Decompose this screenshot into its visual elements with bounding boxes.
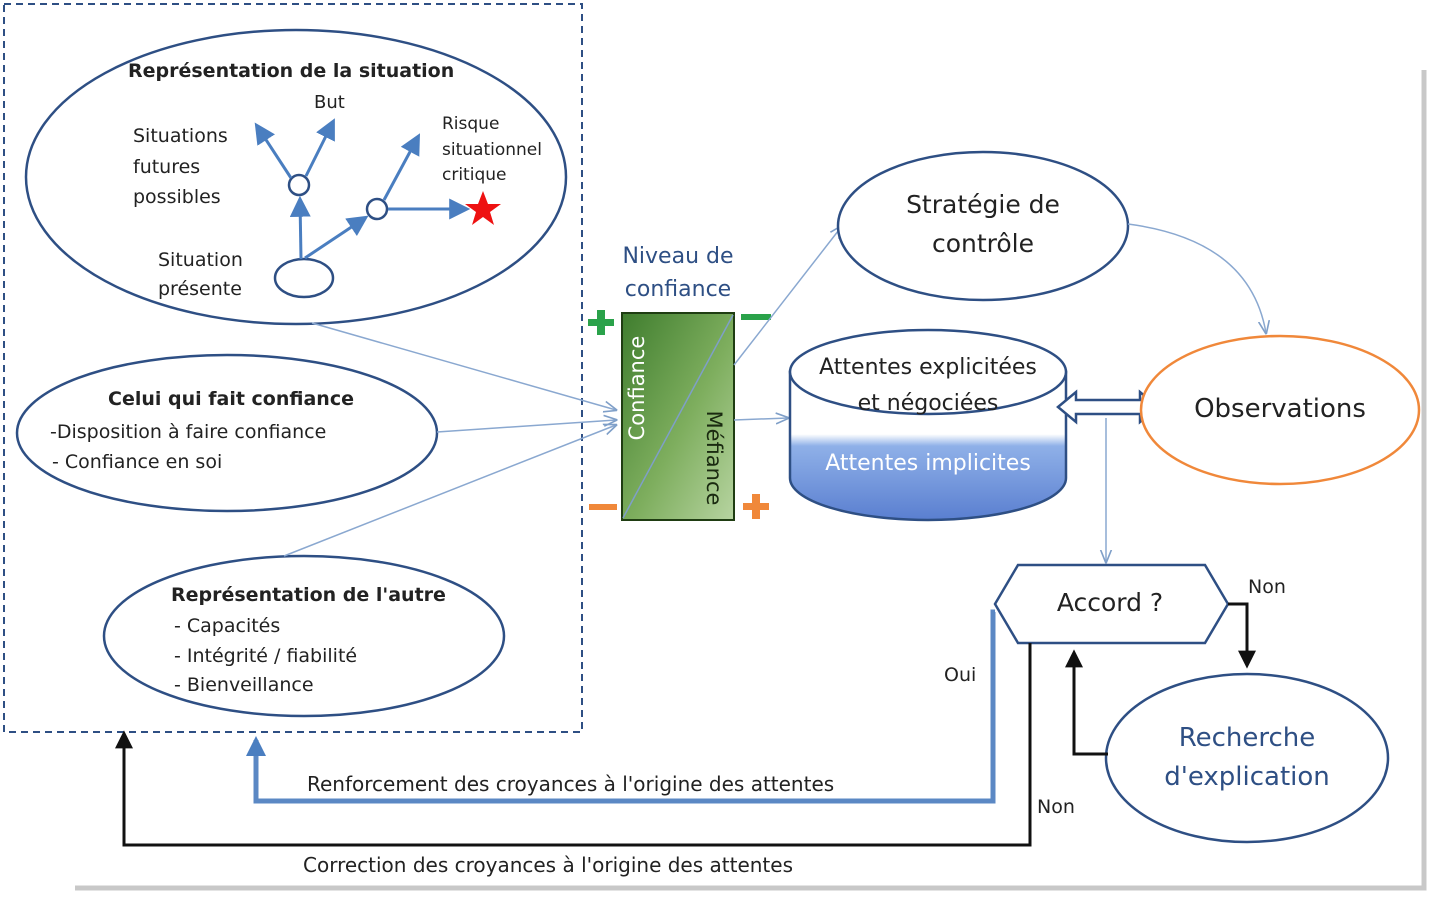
observations-ellipse	[1139, 334, 1421, 486]
risque-label-3: critique	[442, 165, 507, 185]
gauge-title-2: confiance	[624, 277, 732, 302]
critical-risk-star	[465, 191, 501, 225]
oui-label: Oui	[944, 664, 977, 686]
strategy-label-2: contrôle	[931, 229, 1035, 258]
non-to-recherche-arrow	[1228, 602, 1256, 669]
other-title: Représentation de l'autre	[171, 584, 446, 606]
situation-arrows	[254, 118, 471, 260]
gauge-to-strategy	[733, 226, 842, 366]
present-node	[273, 257, 335, 299]
risque-label-2: situationnel	[442, 140, 542, 160]
renforcement-label: Renforcement des croyances à l'origine d…	[307, 772, 835, 796]
trustor-item-2: - Confiance en soi	[52, 451, 223, 473]
other-ellipse	[102, 554, 506, 718]
trustor-title: Celui qui fait confiance	[108, 388, 354, 410]
plus-icon-green	[588, 310, 614, 335]
recherche-to-accord-arrow	[1065, 649, 1108, 756]
situation-title: Représentation de la situation	[128, 60, 455, 82]
futures-label-1: Situations	[133, 125, 228, 147]
other-item-2: - Intégrité / fiabilité	[174, 645, 358, 667]
explicit-expectations-2: et négociées	[857, 391, 999, 416]
dashed-group-box	[3, 3, 583, 733]
gauge-to-expectations	[733, 418, 788, 420]
accord-label: Accord ?	[1056, 588, 1164, 617]
minus-icon-orange	[589, 504, 617, 510]
gauge-mefiance-label: Méfiance	[702, 410, 726, 506]
presente-label-1: Situation	[158, 249, 243, 271]
gauge-diagonal	[622, 314, 734, 519]
implicit-expectations: Attentes implicites	[825, 451, 1031, 476]
frame-shadow	[75, 70, 1427, 891]
recherche-label-2: d'explication	[1164, 762, 1330, 792]
gauge-title-1: Niveau de	[622, 244, 734, 269]
branch-node-left	[287, 173, 311, 197]
correction-arrow	[115, 643, 1032, 847]
non-right-label: Non	[1248, 576, 1286, 598]
expectations-cylinder	[788, 328, 1068, 522]
futures-label-3: possibles	[133, 186, 221, 208]
but-label: But	[314, 92, 345, 113]
plus-icon-orange	[743, 494, 769, 519]
trustor-item-1: -Disposition à faire confiance	[50, 421, 327, 443]
reinforcement-arrow	[246, 609, 996, 804]
correction-label: Correction des croyances à l'origine des…	[303, 853, 793, 877]
non-bottom-label: Non	[1037, 796, 1075, 818]
inputs-to-gauge	[283, 322, 616, 557]
strategy-ellipse	[836, 150, 1130, 302]
recherche-ellipse	[1104, 672, 1390, 844]
presente-label-2: présente	[158, 278, 242, 300]
other-item-1: - Capacités	[174, 615, 281, 637]
gauge-confiance-label: Confiance	[625, 335, 649, 441]
other-item-3: - Bienveillance	[174, 674, 314, 696]
explicit-expectations-1: Attentes explicitées	[819, 355, 1037, 380]
strategy-label-1: Stratégie de	[906, 190, 1060, 219]
minus-icon-green	[741, 314, 771, 320]
futures-label-2: futures	[133, 156, 201, 178]
recherche-label-1: Recherche	[1178, 723, 1316, 753]
branch-node-right	[365, 197, 389, 221]
strategy-to-observations	[1127, 223, 1266, 333]
observations-label: Observations	[1194, 394, 1366, 424]
trustor-ellipse	[15, 353, 439, 513]
risque-label-1: Risque	[442, 114, 500, 134]
